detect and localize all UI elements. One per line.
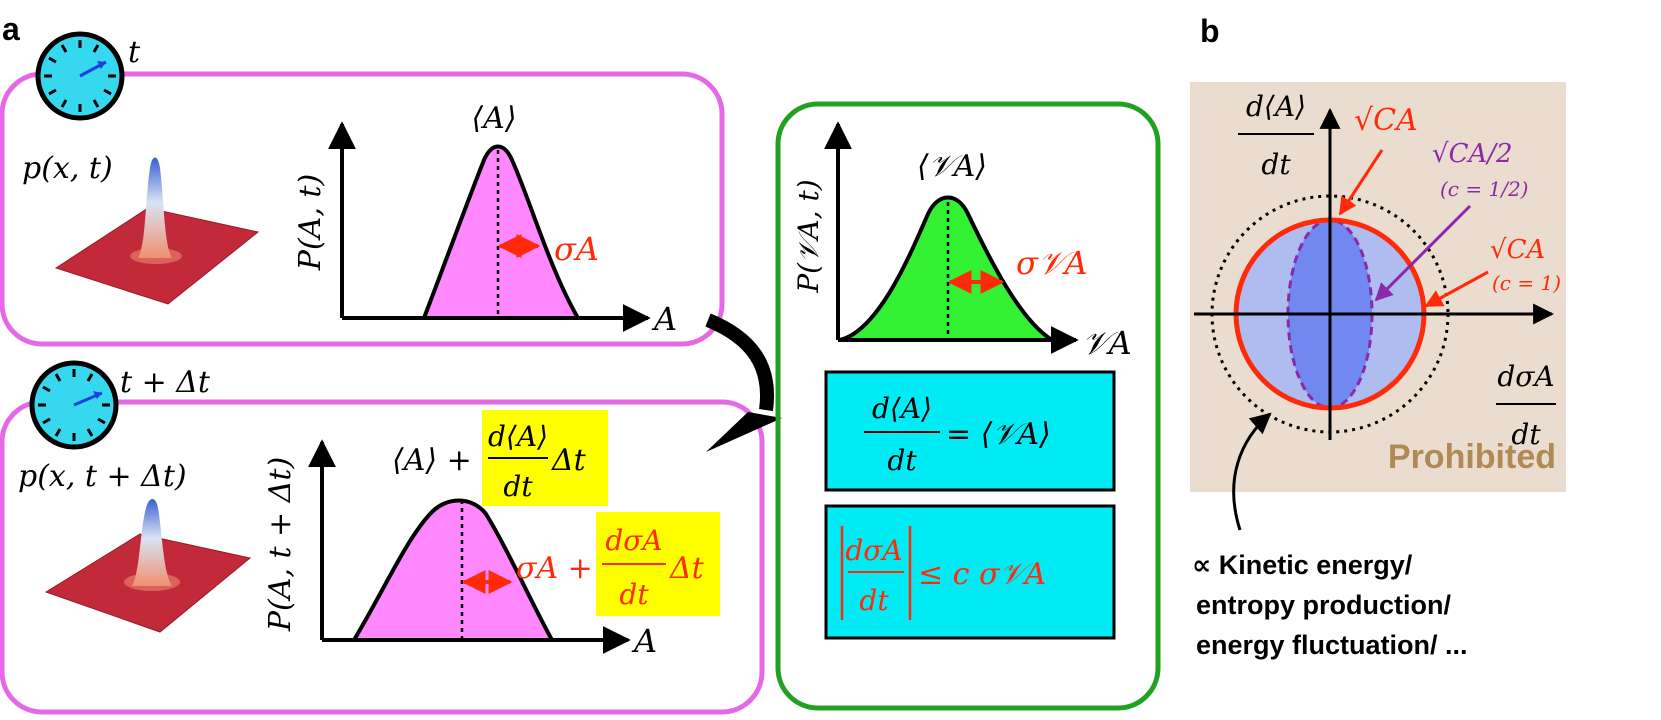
probability-surface-plot	[44, 499, 252, 633]
panel-a-label: a	[2, 11, 20, 47]
arrow-to-ellipse	[1374, 204, 1472, 302]
caption-line-3: energy fluctuation/ ...	[1196, 630, 1468, 660]
eq2-num: dσA	[845, 534, 902, 567]
sigma-label-top: σA	[554, 230, 599, 268]
probability-surface-plot	[54, 157, 260, 305]
time-plus-dt-label: t + Δt	[120, 365, 211, 400]
eq1-num: d⟨A⟩	[872, 392, 932, 425]
y-den: dt	[1261, 148, 1291, 181]
distribution-bottom	[308, 439, 631, 654]
mean-label-top: ⟨A⟩	[471, 101, 516, 136]
sqrt-ca-top-label: √CA	[1354, 103, 1418, 138]
c-half-label: (c = 1/2)	[1440, 177, 1528, 201]
sigma-frac-suffix: Δt	[669, 551, 705, 586]
mean-label-velocity: ⟨𝒱A⟩	[917, 149, 987, 184]
clock-icon	[29, 360, 119, 450]
eq1-den: dt	[887, 444, 917, 477]
time-label: t	[128, 35, 141, 70]
caption-line-1: ∝ Kinetic energy/	[1192, 550, 1413, 580]
sigma-label-velocity: σ𝒱A	[1016, 244, 1088, 282]
mean-frac-den: dt	[503, 470, 533, 503]
mean-expr-prefix: ⟨A⟩ +	[392, 443, 472, 478]
y-axis-label-bottom: P(A, t + Δt)	[263, 457, 298, 632]
eq1-rhs: = ⟨𝒱A⟩	[946, 417, 1051, 452]
p-x-t-label: p(x, t)	[22, 151, 113, 186]
sqrt-ca-right-label: √CA	[1490, 235, 1545, 265]
distribution-velocity	[824, 121, 1079, 354]
sigma-frac-den: dt	[619, 578, 649, 611]
y-axis-label-velocity: P(𝒱A, t)	[792, 179, 825, 293]
clock-icon	[35, 31, 125, 121]
mean-frac-suffix: Δt	[551, 443, 587, 478]
top-state-frame	[0, 71, 725, 347]
p-x-t-dt-label: p(x, t + Δt)	[18, 459, 187, 494]
x-axis-label-velocity: 𝒱A	[1082, 324, 1132, 362]
caption-line-2: entropy production/	[1196, 590, 1451, 620]
y-axis-label-top: P(A, t)	[293, 174, 328, 271]
caption-arrow	[1232, 412, 1272, 531]
x-axis-label-top: A	[651, 300, 677, 338]
panel-b-label: b	[1200, 13, 1220, 49]
x-axis-label-bottom: A	[631, 622, 657, 660]
x-num: dσA	[1497, 360, 1554, 393]
c-one-label: (c = 1)	[1492, 271, 1561, 295]
y-num: d⟨A⟩	[1246, 90, 1306, 123]
eq2-rhs: ≤ c σ𝒱A	[918, 557, 1046, 592]
arrow-to-circle-right	[1424, 270, 1489, 308]
arrow-to-circle-top	[1338, 149, 1384, 216]
sigma-frac-num: dσA	[605, 524, 662, 557]
prohibited-label: Prohibited	[1388, 438, 1556, 476]
mean-frac-num: d⟨A⟩	[488, 420, 548, 453]
transition-arrow	[705, 313, 782, 452]
distribution-top	[328, 121, 651, 332]
bottom-state-frame	[0, 399, 765, 715]
x-den: dt	[1511, 418, 1541, 451]
sigma-expr-prefix: σA +	[516, 551, 593, 586]
velocity-frame	[775, 101, 1161, 711]
eq2-den: dt	[859, 584, 889, 617]
sqrt-ca-half-label: √CA/2	[1432, 139, 1513, 169]
